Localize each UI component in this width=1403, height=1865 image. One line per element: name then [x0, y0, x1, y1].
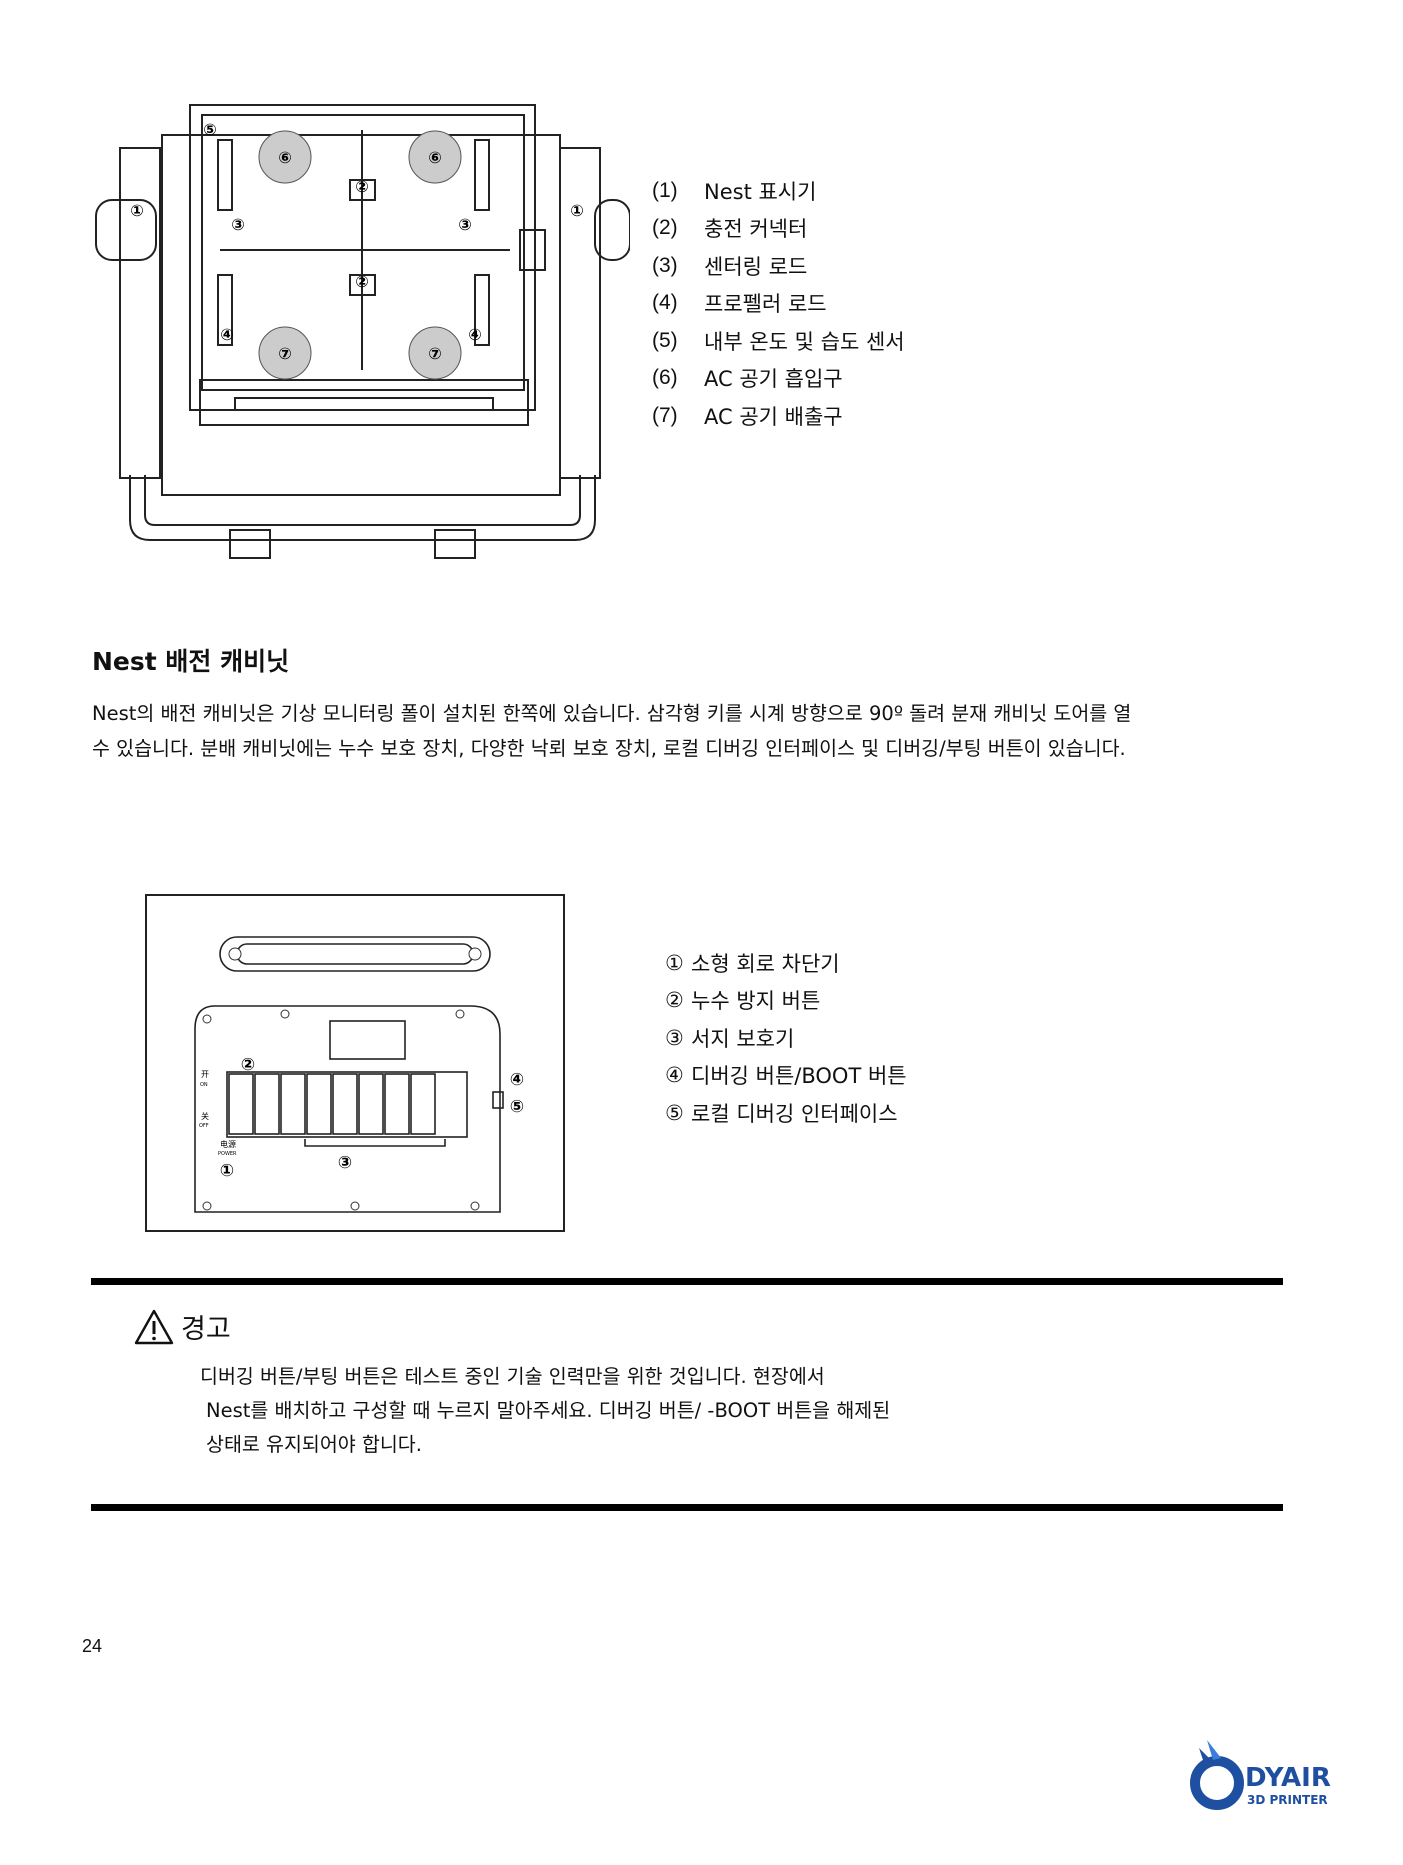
legend-label: 서지 보호기 [691, 1026, 795, 1051]
legend-label: 소형 회로 차단기 [691, 951, 840, 976]
legend-item: (6)AC 공기 흡입구 [652, 360, 905, 398]
legend-label: 센터링 로드 [704, 254, 808, 279]
nest-top-view-legend: (1)Nest 표시기 (2)충전 커넥터 (3)센터링 로드 (4)프로펠러 … [652, 172, 905, 435]
warning-header: 경고 [133, 1307, 231, 1346]
legend-item: (4)프로펠러 로드 [652, 285, 905, 323]
marker-6-left: ⑥ [278, 148, 292, 167]
dyair-logo: DYAIR 3D PRINTER [1190, 1740, 1331, 1810]
cabinet-marker-4: ④ [510, 1070, 524, 1090]
legend-label: Nest 표시기 [704, 179, 817, 204]
switch-on-label: 开 [201, 1070, 209, 1079]
marker-7-right: ⑦ [428, 344, 442, 363]
legend-item: (3)센터링 로드 [652, 247, 905, 285]
legend-item: (1)Nest 표시기 [652, 172, 905, 210]
marker-6-right: ⑥ [428, 148, 442, 167]
legend-label: 누수 방지 버튼 [691, 989, 821, 1014]
marker-4-left: ④ [220, 325, 234, 344]
legend-item: (2)충전 커넥터 [652, 210, 905, 248]
marker-2-bottom: ② [355, 272, 369, 291]
marker-1-left: ① [130, 201, 144, 220]
power-cn-label: 电源 [220, 1139, 236, 1149]
switch-off-label: 关 [201, 1111, 209, 1121]
legend-label: AC 공기 배출구 [704, 404, 843, 429]
marker-3-right: ③ [458, 215, 472, 234]
logo-name: DYAIR [1245, 1763, 1331, 1793]
logo-subtitle: 3D PRINTER [1247, 1793, 1328, 1807]
legend-label: 디버깅 버튼/BOOT 버튼 [691, 1064, 907, 1089]
nest-top-view-diagram: ⑥ ⑥ ⑦ ⑦ ② ② ③ ③ ④ ④ ⑤ ① ① [95, 104, 630, 559]
section-heading: Nest 배전 캐비닛 [92, 647, 290, 676]
marker-5: ⑤ [203, 120, 217, 139]
warning-title: 경고 [181, 1314, 231, 1345]
page-number: 24 [82, 1636, 103, 1656]
warning-top-rule [91, 1278, 1283, 1285]
logo-swirl-icon [1190, 1740, 1244, 1810]
distribution-cabinet-diagram: 开 ON 关 OFF 电源 POWER ① ② ③ ④ ⑤ [145, 894, 565, 1232]
marker-4-right: ④ [468, 325, 482, 344]
switch-off-en-label: OFF [199, 1123, 209, 1129]
marker-1-right: ① [570, 201, 584, 220]
warning-triangle-icon [134, 1309, 174, 1344]
legend-item: (7)AC 공기 배출구 [652, 397, 905, 435]
switch-on-en-label: ON [200, 1082, 208, 1088]
warning-body: 디버깅 버튼/부팅 버튼은 테스트 중인 기술 인력만을 위한 것입니다. 현장… [200, 1360, 1100, 1462]
warning-line: 디버깅 버튼/부팅 버튼은 테스트 중인 기술 인력만을 위한 것입니다. 현장… [200, 1365, 825, 1388]
cabinet-marker-5: ⑤ [510, 1097, 524, 1117]
marker-3-left: ③ [231, 215, 245, 234]
legend-label: 내부 온도 및 습도 센서 [704, 329, 905, 354]
legend-label: AC 공기 흡입구 [704, 367, 843, 392]
legend-label: 충전 커넥터 [704, 217, 808, 242]
cabinet-marker-1: ① [220, 1161, 234, 1181]
warning-bottom-rule [91, 1504, 1283, 1511]
legend-item: (5)내부 온도 및 습도 센서 [652, 322, 905, 360]
cabinet-marker-3: ③ [338, 1153, 352, 1173]
legend-label: 프로펠러 로드 [704, 292, 827, 317]
power-en-label: POWER [218, 1151, 237, 1157]
legend-label: 로컬 디버깅 인터페이스 [691, 1101, 898, 1126]
marker-2-top: ② [355, 177, 369, 196]
warning-line: Nest를 배치하고 구성할 때 누르지 말아주세요. 디버깅 버튼/ -BOO… [206, 1399, 891, 1422]
section-paragraph: Nest의 배전 캐비닛은 기상 모니터링 폴이 설치된 한쪽에 있습니다. 삼… [92, 702, 1132, 760]
marker-7-left: ⑦ [278, 344, 292, 363]
cabinet-marker-2: ② [241, 1055, 255, 1075]
warning-line: 상태로 유지되어야 합니다. [206, 1433, 422, 1456]
